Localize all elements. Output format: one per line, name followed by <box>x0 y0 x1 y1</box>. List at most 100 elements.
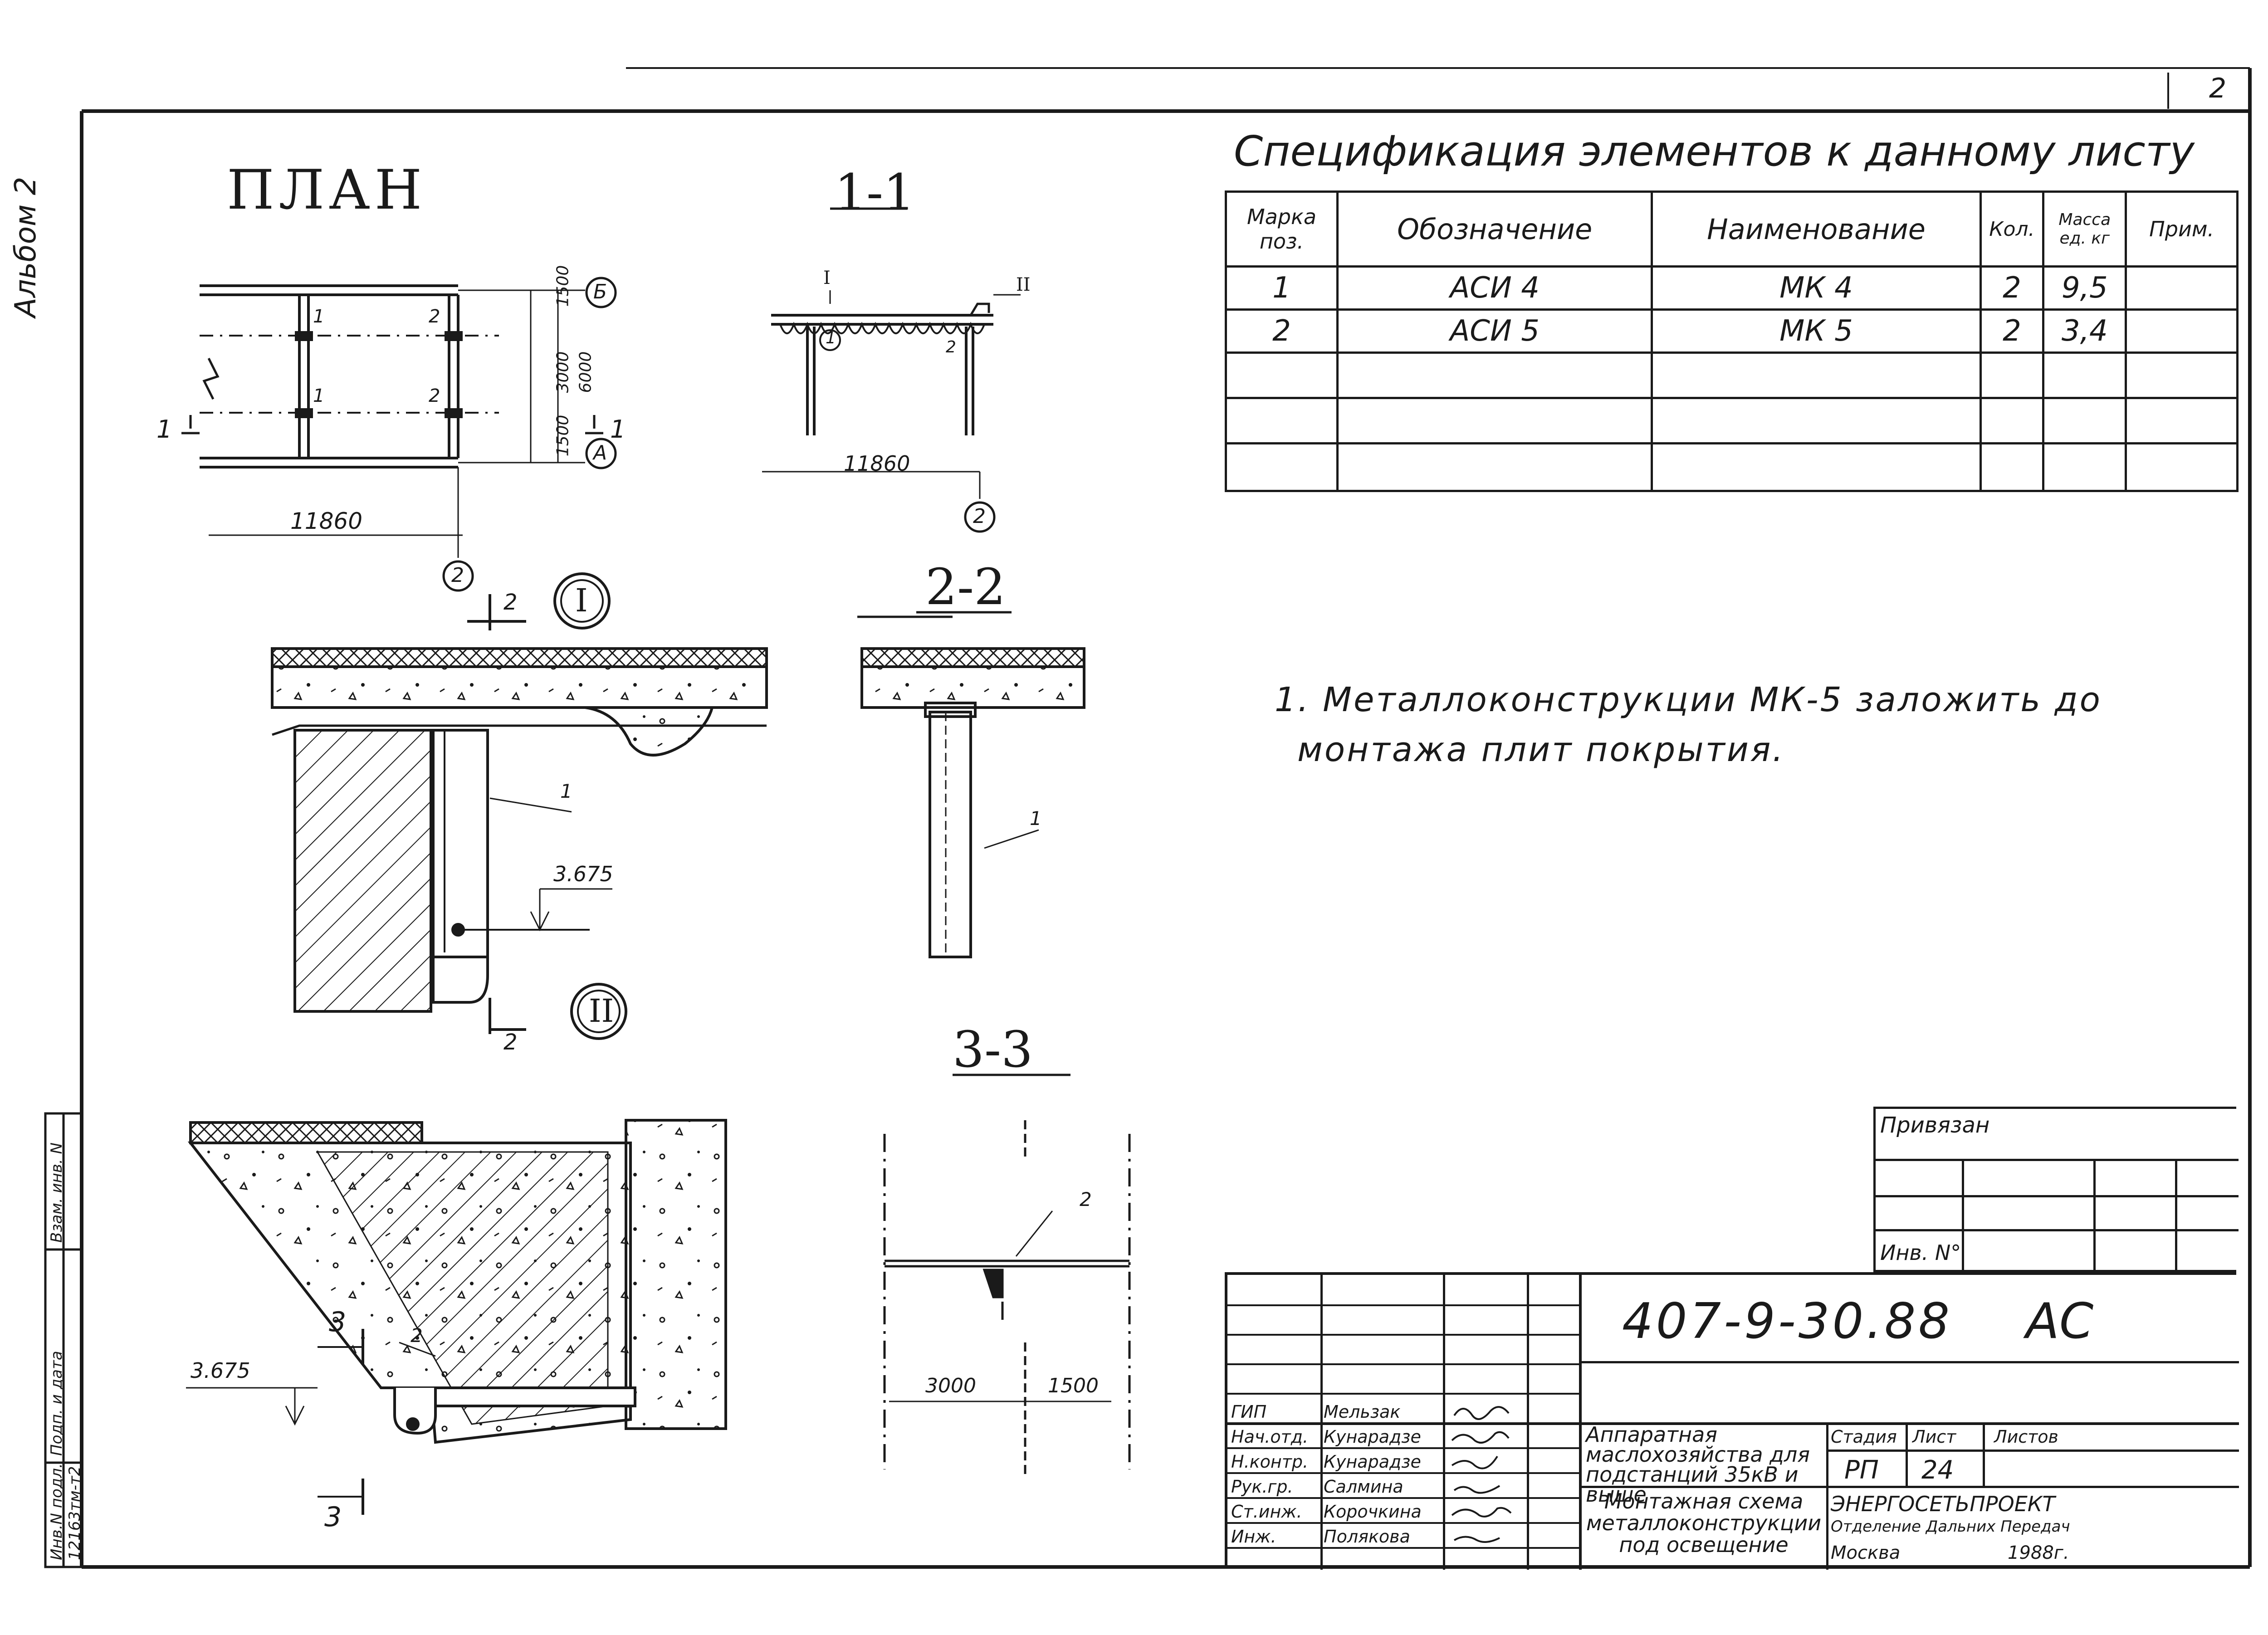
spec-row-2-mark: 2 <box>1224 308 1339 354</box>
plan-pos-2a: 2 <box>429 306 440 327</box>
detail-cut-bottom: 3 <box>324 1501 342 1533</box>
section-1-1-pos-2: 2 <box>946 338 956 356</box>
name-5: Полякова <box>1324 1527 1410 1547</box>
org-department: Отделение Дальних Передач <box>1831 1518 2070 1536</box>
plan-title: ПЛАН <box>227 159 427 222</box>
role-3: Рук.гр. <box>1231 1477 1293 1497</box>
project-name: Аппаратная маслохозяйства для подстанций… <box>1586 1422 1810 1507</box>
spec-row-1-note <box>2125 265 2239 311</box>
name-2: Кунарадзе <box>1324 1452 1421 1472</box>
spec-header-mark: Марка поз. <box>1224 190 1339 268</box>
name-1: Кунарадзе <box>1324 1427 1421 1447</box>
spec-row-2-qty: 2 <box>1979 308 2045 354</box>
section-1-1-node-ii: II <box>1016 274 1031 295</box>
spec-row-2-name: МК 5 <box>1651 308 1982 354</box>
sheet-label: Лист <box>1912 1427 1956 1447</box>
plan-pos-1b: 1 <box>313 386 325 406</box>
spec-empty-row <box>1224 351 2239 399</box>
plan-axis-2: 2 <box>451 564 464 587</box>
stamp-cell-3: Взам. инв. N <box>48 1142 66 1243</box>
sheets-label: Листов <box>1994 1427 2058 1447</box>
spec-row-1-name: МК 4 <box>1651 265 1982 311</box>
node-i-pos: 1 <box>560 780 572 802</box>
spec-table: Марка поз. Обозначение Наименование Кол.… <box>1224 190 2239 492</box>
role-1: Нач.отд. <box>1231 1427 1309 1447</box>
org-city: Москва <box>1831 1542 1901 1563</box>
name-0: Мельзак <box>1324 1402 1401 1422</box>
section-1-1-title: 1-1 <box>835 163 915 221</box>
spec-row-1-mark: 1 <box>1224 265 1339 311</box>
plan-dim-1500-bottom: 1500 <box>553 415 572 457</box>
plan-pos-2b: 2 <box>429 386 440 406</box>
org-year: 1988г. <box>2008 1542 2069 1563</box>
doc-code-suffix: АС <box>2026 1293 2094 1350</box>
node-i-level: 3.675 <box>553 862 613 886</box>
signatures <box>1451 1406 1512 1543</box>
binding-inv: Инв. N° <box>1880 1240 1961 1265</box>
sheet-value: 24 <box>1921 1455 1954 1485</box>
spec-header-mass: Масса ед. кг <box>2042 190 2127 268</box>
plan-dim-6000: 6000 <box>576 351 595 393</box>
detail-level: 3.675 <box>191 1358 250 1383</box>
plan-axis-b: Б <box>593 280 607 303</box>
doc-code: 407-9-30.88 <box>1622 1293 1952 1350</box>
spec-row-2-mass: 3,4 <box>2042 308 2127 354</box>
album-label: Альбом 2 <box>9 176 43 317</box>
name-3: Салмина <box>1324 1477 1403 1497</box>
spec-row: 1 АСИ 4 МК 4 2 9,5 <box>1224 265 2239 311</box>
note-line-2: монтажа плит покрытия. <box>1297 730 1785 769</box>
spec-header-qty: Кол. <box>1979 190 2045 268</box>
section-3-3-dim-1500: 1500 <box>1048 1374 1099 1397</box>
stamp-cell-4: 12163тм-т2 <box>66 1466 84 1560</box>
title-block: 407-9-30.88 АС ГИП Нач.отд. Н.контр. Рук… <box>1225 1272 2239 1570</box>
plan-cut-right: 1 <box>610 415 626 444</box>
spec-empty-row <box>1224 397 2239 444</box>
stamp-cell-1: Инв.N подл. <box>48 1463 66 1560</box>
role-0: ГИП <box>1231 1402 1267 1422</box>
plan-dim-1500-top: 1500 <box>553 265 572 307</box>
section-3-3-title: 3-3 <box>953 1020 1033 1079</box>
spec-header-designation: Обозначение <box>1336 190 1653 268</box>
stage-value: РП <box>1844 1455 1879 1485</box>
plan-dim-11860: 11860 <box>290 508 363 534</box>
binding-title: Привязан <box>1880 1113 1990 1138</box>
section-2-2-title: 2-2 <box>925 558 1006 616</box>
spec-title: Спецификация элементов к данному листу <box>1234 127 2195 176</box>
section-1-1-pos-1: 1 <box>826 329 836 347</box>
plan-axis-a: А <box>593 441 607 464</box>
node-ii-cut-bottom: 2 <box>503 1030 518 1055</box>
node-i-cut-top: 2 <box>503 590 518 615</box>
spec-row-1-designation: АСИ 4 <box>1336 265 1653 311</box>
section-3-3-pos: 2 <box>1080 1188 1092 1210</box>
spec-row-2-note <box>2125 308 2239 354</box>
node-i-badge: I <box>575 582 588 619</box>
plan-cut-left: 1 <box>156 415 172 444</box>
section-2-2-pos: 1 <box>1030 807 1042 830</box>
role-4: Ст.инж. <box>1231 1502 1302 1522</box>
name-4: Корочкина <box>1324 1502 1422 1522</box>
spec-row-2-designation: АСИ 5 <box>1336 308 1653 354</box>
detail-pos: 2 <box>411 1324 423 1347</box>
spec-header-name: Наименование <box>1651 190 1982 268</box>
detail-cut-top: 3 <box>329 1306 347 1338</box>
corner-sheet-number: 2 <box>2209 73 2227 104</box>
stage-label: Стадия <box>1831 1427 1897 1447</box>
role-5: Инж. <box>1231 1527 1276 1547</box>
org-name: ЭНЕРГОСЕТЬПРОЕКТ <box>1831 1492 2055 1516</box>
spec-header-note: Прим. <box>2125 190 2239 268</box>
section-1-1-node-i: I <box>823 268 831 288</box>
spec-empty-row <box>1224 442 2239 492</box>
note-line-1: 1. Металлоконструкции МК-5 заложить до <box>1275 680 2102 719</box>
spec-row-1-qty: 2 <box>1979 265 2045 311</box>
section-1-1-dim: 11860 <box>844 451 910 476</box>
plan-dim-3000: 3000 <box>553 351 572 393</box>
section-1-1-axis: 2 <box>973 505 986 528</box>
section-3-3-dim-3000: 3000 <box>925 1374 976 1397</box>
sheet-name: Монтажная схема металлоконструкции под о… <box>1586 1489 1822 1557</box>
plan-pos-1a: 1 <box>313 306 325 327</box>
spec-row: 2 АСИ 5 МК 5 2 3,4 <box>1224 308 2239 354</box>
stamp-cell-2: Подп. и дата <box>48 1351 66 1456</box>
role-2: Н.контр. <box>1231 1452 1309 1472</box>
spec-row-1-mass: 9,5 <box>2042 265 2127 311</box>
